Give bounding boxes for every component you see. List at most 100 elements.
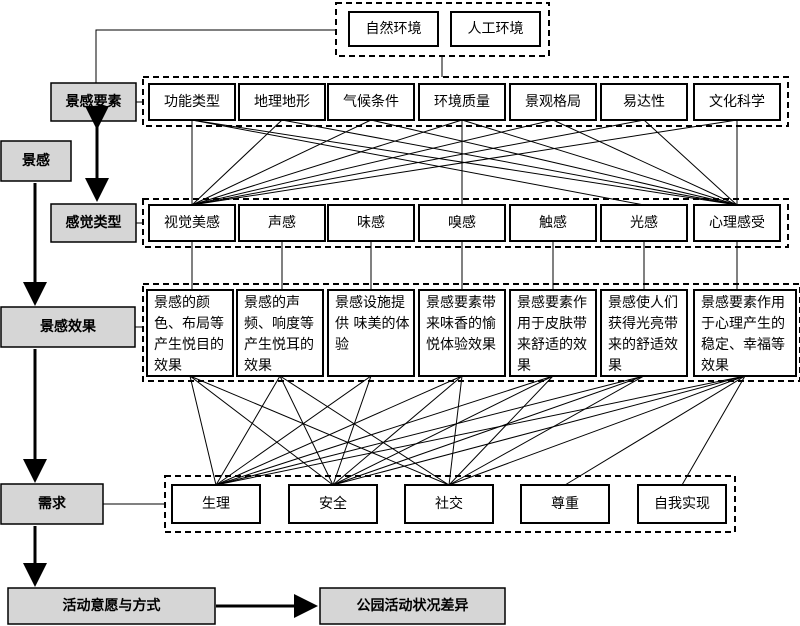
element-label-6: 文化科学 bbox=[709, 94, 765, 110]
effect-need-link-17 bbox=[215, 375, 746, 486]
element-box-1 bbox=[238, 83, 326, 121]
effect-box-0 bbox=[146, 289, 234, 377]
effect-text-6: 景感要素作用于心理产生的稳定、幸福等效果 bbox=[701, 295, 785, 374]
environment-box-natural bbox=[348, 11, 439, 47]
element-sense-link-10 bbox=[191, 119, 554, 206]
effect-need-link-1 bbox=[189, 375, 334, 486]
element-label-0: 功能类型 bbox=[164, 94, 220, 110]
effect-need-link-11 bbox=[215, 375, 554, 486]
effect-box-6 bbox=[693, 289, 797, 377]
effect-box-5 bbox=[600, 289, 688, 377]
sense-box-1 bbox=[238, 204, 326, 242]
effect-need-link-4 bbox=[279, 375, 334, 486]
element-label-1: 地理地形 bbox=[254, 94, 310, 110]
element-box-5 bbox=[600, 83, 688, 121]
element-sense-link-9 bbox=[461, 119, 738, 206]
side-box-effect bbox=[0, 306, 136, 348]
effect-text-3: 景感要素带来味香的愉悦体验效果 bbox=[426, 295, 496, 353]
element-sense-link-4 bbox=[281, 119, 738, 206]
effect-text-2: 景感设施提供 味美的体验 bbox=[335, 295, 410, 353]
effect-need-link-6 bbox=[215, 375, 372, 486]
sense-label-2: 味感 bbox=[357, 214, 385, 231]
sense-label-0: 视觉美感 bbox=[164, 214, 220, 231]
effect-text-5: 景感使人们获得光亮带来的舒适效果 bbox=[608, 295, 678, 374]
sense-label-4: 触感 bbox=[539, 214, 567, 231]
element-sense-link-14 bbox=[191, 119, 738, 206]
need-label-2: 社交 bbox=[435, 495, 463, 512]
effect-need-link-10 bbox=[448, 375, 463, 486]
effect-need-link-16 bbox=[448, 375, 645, 486]
sense-label-3: 嗅感 bbox=[448, 214, 476, 231]
element-box-3 bbox=[418, 83, 506, 121]
effect-need-link-13 bbox=[448, 375, 554, 486]
element-box-4 bbox=[509, 83, 597, 121]
need-box-2 bbox=[404, 484, 494, 524]
effect-need-link-15 bbox=[332, 375, 645, 486]
effect-box-4 bbox=[509, 289, 597, 377]
sense-box-5 bbox=[600, 204, 688, 242]
sense-box-0 bbox=[148, 204, 236, 242]
element-label-3: 环境质量 bbox=[434, 94, 490, 110]
sense-box-6 bbox=[693, 204, 781, 242]
element-box-2 bbox=[327, 83, 415, 121]
effect-need-link-7 bbox=[332, 375, 372, 486]
side-label-activity: 活动意愿与方式 bbox=[63, 597, 161, 614]
element-sense-link-12 bbox=[191, 119, 645, 206]
effect-text-0: 景感的颜色、布局等产生悦目的效果 bbox=[154, 295, 224, 374]
side-box-activity bbox=[7, 587, 216, 625]
element-sense-link-7 bbox=[191, 119, 463, 206]
element-sense-link-6 bbox=[370, 119, 738, 206]
element-label-2: 气候条件 bbox=[343, 93, 399, 110]
side-label-result: 公园活动状况差异 bbox=[357, 597, 469, 614]
need-label-0: 生理 bbox=[202, 496, 230, 512]
element-box-6 bbox=[693, 83, 781, 121]
side-label-effect: 景感效果 bbox=[40, 318, 97, 335]
need-label-3: 尊重 bbox=[551, 495, 579, 512]
element-to-environment-connector bbox=[95, 29, 336, 83]
side-box-jinggan bbox=[0, 140, 72, 182]
side-label-element: 景感要素 bbox=[66, 93, 122, 110]
sense-box-4 bbox=[509, 204, 597, 242]
element-box-0 bbox=[148, 83, 236, 121]
effect-need-link-9 bbox=[332, 375, 463, 486]
need-label-4: 自我实现 bbox=[654, 496, 710, 512]
sense-label-1: 声感 bbox=[268, 214, 296, 231]
connection-lines bbox=[189, 119, 746, 486]
effect-text-4: 景感要素作用于皮肤带来舒适的效果 bbox=[517, 295, 587, 374]
side-label-need: 需求 bbox=[38, 495, 67, 512]
element-sense-link-3 bbox=[191, 119, 283, 206]
need-box-1 bbox=[288, 484, 378, 524]
side-label-sense: 感觉类型 bbox=[66, 214, 122, 231]
sense-box-2 bbox=[327, 204, 415, 242]
effect-box-2 bbox=[327, 289, 415, 377]
effect-need-link-20 bbox=[564, 375, 746, 486]
side-box-result bbox=[319, 587, 506, 625]
effect-box-1 bbox=[236, 289, 324, 377]
environment-label-artificial: 人工环境 bbox=[468, 21, 524, 37]
effect-need-link-18 bbox=[332, 375, 746, 486]
need-box-3 bbox=[520, 484, 610, 524]
environment-label-natural: 自然环境 bbox=[366, 20, 422, 37]
sense-label-5: 光感 bbox=[630, 214, 658, 231]
effect-need-link-12 bbox=[332, 375, 554, 486]
effect-need-link-19 bbox=[448, 375, 746, 486]
element-sense-link-5 bbox=[191, 119, 372, 206]
side-label-jinggan: 景感 bbox=[22, 152, 50, 169]
effect-box-3 bbox=[418, 289, 506, 377]
effect-need-link-2 bbox=[189, 375, 450, 486]
need-box-4 bbox=[637, 484, 727, 524]
environment-box-artificial bbox=[450, 11, 541, 47]
sense-label-6: 心理感受 bbox=[709, 214, 765, 231]
sense-box-3 bbox=[418, 204, 506, 242]
effect-group bbox=[142, 283, 800, 382]
effect-need-link-21 bbox=[681, 375, 746, 486]
effect-need-link-0 bbox=[189, 375, 217, 486]
effect-need-link-8 bbox=[215, 375, 463, 486]
element-label-5: 易达性 bbox=[623, 94, 665, 110]
effect-need-link-5 bbox=[279, 375, 450, 486]
need-label-1: 安全 bbox=[319, 495, 347, 512]
effect-text-1: 景感的声频、响度等产生悦耳的效果 bbox=[244, 295, 314, 374]
element-sense-link-13 bbox=[643, 119, 738, 206]
element-label-4: 景观格局 bbox=[525, 94, 581, 110]
